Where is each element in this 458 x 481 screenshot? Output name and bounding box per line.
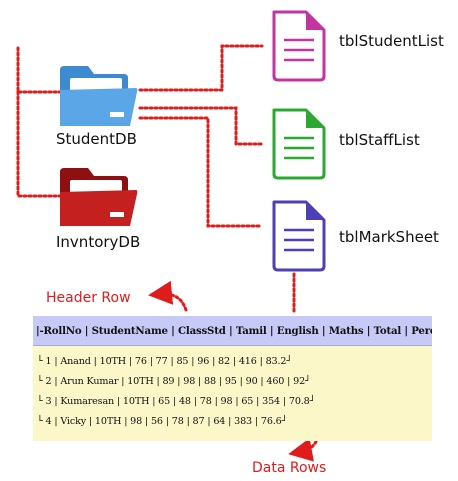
- table-row: └ 2 | Arun Kumar | 10TH | 89 | 98 | 88 |…: [37, 376, 311, 387]
- connector-studentdb-to-tblmarksheet: [138, 116, 264, 228]
- folder-open-icon[interactable]: [60, 168, 138, 226]
- folder-open-icon[interactable]: [60, 66, 138, 126]
- table-header-row: |-RollNo | StudentName | ClassStd | Tami…: [33, 316, 432, 346]
- header-row-annotation: Header Row: [46, 290, 131, 306]
- connector-root-to-databases: [16, 46, 62, 198]
- table-label-tblstudentlist: tblStudentList: [339, 32, 444, 50]
- connector-studentdb-to-tblstudentlist: [138, 44, 264, 92]
- table-row: └ 1 | Anand | 10TH | 76 | 77 | 85 | 96 |…: [37, 356, 292, 367]
- document-icon[interactable]: [272, 200, 326, 272]
- document-icon[interactable]: [272, 10, 326, 82]
- data-rows-annotation: Data Rows: [252, 460, 327, 476]
- table-label-tblmarksheet: tblMarkSheet: [339, 228, 439, 246]
- database-label-invntorydb: InvntoryDB: [56, 233, 141, 251]
- connector-studentdb-to-tblstafflist: [138, 106, 264, 146]
- table-row: └ 3 | Kumaresan | 10TH | 65 | 48 | 78 | …: [37, 396, 316, 407]
- document-icon[interactable]: [272, 108, 326, 180]
- marksheet-table: |-RollNo | StudentName | ClassStd | Tami…: [33, 316, 432, 441]
- database-label-studentdb: StudentDB: [56, 130, 137, 148]
- arrow-header-row: [148, 280, 188, 312]
- table-label-tblstafflist: tblStaffList: [339, 131, 420, 149]
- table-row: └ 4 | Vicky | 10TH | 98 | 56 | 78 | 87 |…: [37, 416, 288, 427]
